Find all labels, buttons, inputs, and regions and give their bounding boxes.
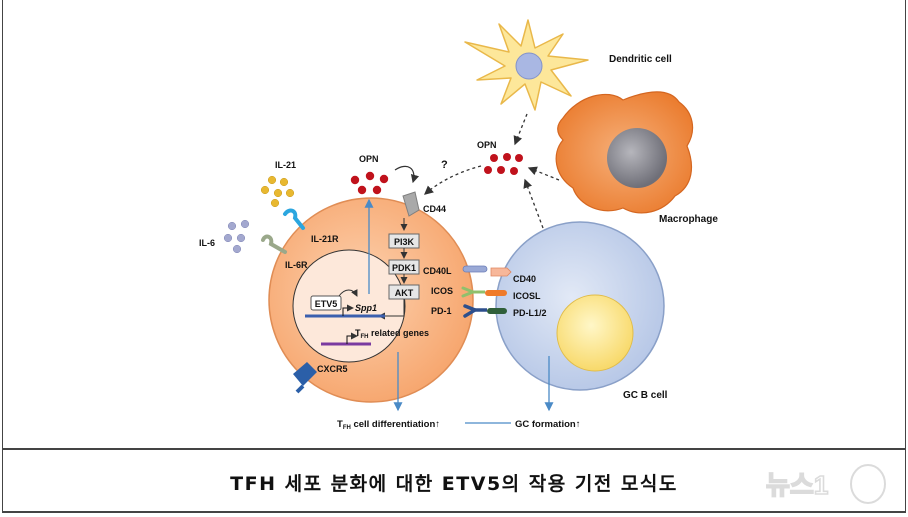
cxcr5-receptor: [293, 362, 317, 394]
il6-molecules: [223, 219, 250, 254]
icosl-label: ICOSL: [513, 291, 541, 301]
il21-molecules: [260, 175, 295, 208]
unknown-question-mark: ?: [441, 159, 448, 171]
gc-b-cell: [495, 221, 665, 391]
il6r-label: IL-6R: [285, 260, 308, 270]
il21-label: IL-21: [275, 160, 296, 170]
icos-label: ICOS: [431, 286, 453, 296]
il21r-label: IL-21R: [311, 234, 339, 244]
il6r-receptor: [261, 234, 287, 254]
spp1-label: Spp1: [355, 303, 377, 313]
opn-right-label: OPN: [477, 140, 497, 150]
pd1-pdl-pair: [463, 304, 507, 318]
cd44-receptor: [402, 191, 420, 217]
etv5-label: ETV5: [315, 299, 338, 309]
pdl12-label: PD-L1/2: [513, 308, 547, 318]
cd40-label: CD40: [513, 274, 536, 284]
figure-caption: TFH 세포 분화에 대한 ETV5의 작용 기전 모식도: [230, 473, 678, 495]
etv5-gene-module: [305, 198, 385, 346]
news1-watermark-text: 뉴스1: [766, 470, 828, 500]
il21r-receptor: [283, 208, 305, 230]
opn-binding-arrow: [394, 165, 420, 184]
macrophage-to-opn-arrow: [527, 166, 560, 181]
cd40l-cd40-pair: [462, 265, 512, 277]
dendritic-cell: [464, 19, 589, 111]
opn-molecules-right: [484, 153, 523, 175]
cd44-label: CD44: [423, 204, 446, 214]
gc-formation-label: GC formation↑: [515, 419, 580, 430]
icos-icosl-pair: [461, 286, 507, 298]
dendritic-cell-label: Dendritic cell: [609, 54, 672, 65]
diagram-panel: Dendritic cell Macrophage OPN ?: [2, 0, 906, 450]
dc-to-opn-arrow: [513, 113, 528, 146]
pd1-label: PD-1: [431, 306, 452, 316]
akt-label: AKT: [395, 288, 414, 298]
opn-left-label: OPN: [359, 154, 379, 164]
macrophage-cell: [555, 91, 694, 214]
opn-molecules-left: [350, 171, 389, 195]
opn-to-cd44-arrow: [424, 165, 482, 195]
cxcr5-label: CXCR5: [317, 364, 348, 374]
news1-watermark-logo: 뉴스1: [765, 464, 886, 504]
gcb-to-opn-arrow: [523, 178, 544, 229]
il6-label: IL-6: [199, 238, 215, 248]
signaling-cascade: [378, 218, 420, 320]
pdk1-label: PDK1: [392, 263, 416, 273]
caption-panel: TFH 세포 분화에 대한 ETV5의 작용 기전 모식도: [2, 450, 906, 513]
etv5-mechanism-diagram: Dendritic cell Macrophage OPN ?: [199, 19, 718, 431]
macrophage-label: Macrophage: [659, 214, 718, 225]
tfh-differentiation-label: TFH cell differentiation↑: [337, 419, 440, 431]
gc-b-cell-label: GC B cell: [623, 390, 668, 401]
cd40l-label: CD40L: [423, 266, 452, 276]
pi3k-label: PI3K: [394, 237, 415, 247]
tfh-related-genes-label: TFH related genes: [355, 328, 429, 340]
